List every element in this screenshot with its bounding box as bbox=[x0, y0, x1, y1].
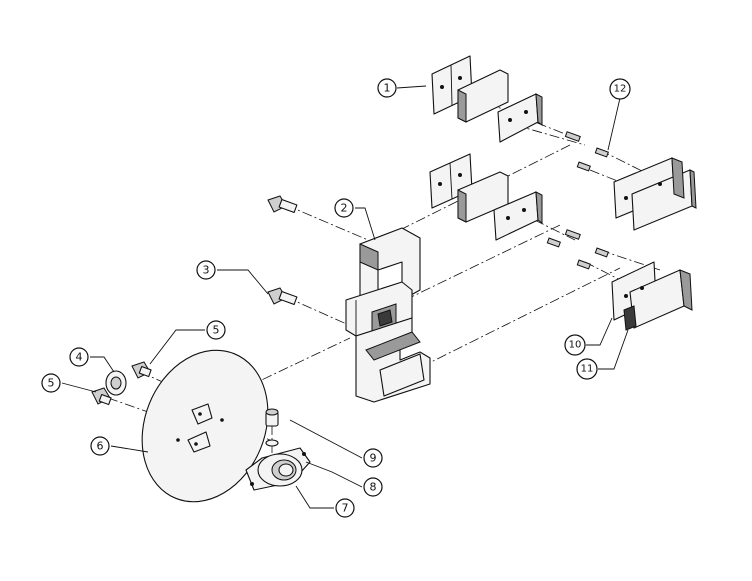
part-10-11-side-bracket bbox=[576, 247, 693, 331]
part-7-8-9-bearing bbox=[245, 408, 311, 491]
callout-5-lower: 5 bbox=[41, 373, 61, 393]
callout-5-upper-label: 5 bbox=[213, 324, 220, 337]
callout-10-label: 10 bbox=[569, 340, 582, 351]
callout-5-lower-label: 5 bbox=[48, 377, 55, 390]
part-2-main-bracket bbox=[345, 227, 431, 403]
part-6-disc bbox=[141, 349, 269, 503]
callout-2-label: 2 bbox=[341, 202, 348, 215]
callout-7-label: 7 bbox=[342, 502, 349, 515]
callout-9-label: 9 bbox=[370, 452, 377, 465]
callout-6-label: 6 bbox=[97, 440, 104, 453]
callout-4-label: 4 bbox=[76, 351, 83, 364]
callout-5-upper: 5 bbox=[206, 320, 226, 340]
leader-lines bbox=[61, 85, 629, 509]
callout-10: 10 bbox=[564, 334, 586, 356]
part-1-lower-bracket-plates bbox=[429, 153, 581, 248]
part-3-bolts bbox=[267, 195, 298, 306]
callout-2: 2 bbox=[334, 198, 354, 218]
part-1-bracket-plates bbox=[431, 55, 581, 143]
callout-11-label: 11 bbox=[581, 364, 594, 375]
callout-1: 1 bbox=[377, 78, 397, 98]
callout-12-label: 12 bbox=[614, 84, 627, 95]
callout-12: 12 bbox=[609, 78, 631, 100]
callout-8-label: 8 bbox=[370, 481, 377, 494]
part-4-5-hardware bbox=[91, 361, 152, 406]
callout-11: 11 bbox=[576, 358, 598, 380]
callout-3: 3 bbox=[196, 260, 216, 280]
callout-9: 9 bbox=[363, 448, 383, 468]
callout-7: 7 bbox=[335, 498, 355, 518]
callout-6: 6 bbox=[90, 436, 110, 456]
callout-1-label: 1 bbox=[384, 82, 391, 95]
callout-3-label: 3 bbox=[203, 264, 210, 277]
callout-8: 8 bbox=[363, 477, 383, 497]
callout-4: 4 bbox=[69, 347, 89, 367]
part-12-side-bracket bbox=[576, 147, 697, 231]
